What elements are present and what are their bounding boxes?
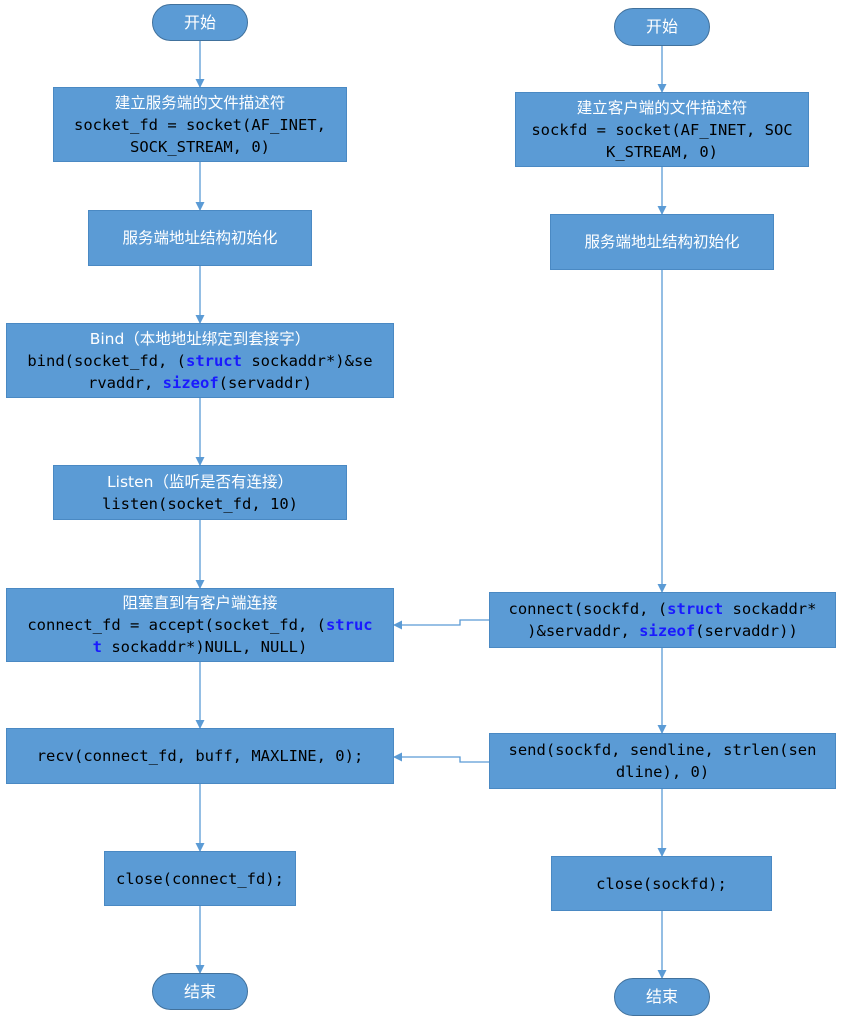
client-connect-code-2: )&servaddr, sizeof(servaddr)) <box>527 622 798 640</box>
server-create-fd-code-2: SOCK_STREAM, 0) <box>130 137 270 156</box>
client-close-code: close(sockfd); <box>596 874 727 893</box>
server-end-node: 结束 <box>152 973 248 1010</box>
arrow-connect-to-accept <box>393 619 489 630</box>
keyword-t: t <box>92 638 103 656</box>
server-create-fd-box: 建立服务端的文件描述符 socket_fd = socket(AF_INET, … <box>53 87 347 162</box>
server-accept-code-2: t sockaddr*)NULL, NULL) <box>92 638 308 656</box>
server-listen-code: listen(socket_fd, 10) <box>102 494 298 513</box>
server-end-label: 结束 <box>183 981 216 1001</box>
client-init-addr-box: 服务端地址结构初始化 <box>550 214 774 270</box>
server-close-code: close(connect_fd); <box>116 869 284 888</box>
client-create-fd-box: 建立客户端的文件描述符 sockfd = socket(AF_INET, SOC… <box>515 92 809 167</box>
keyword-struct: struct <box>185 351 242 370</box>
client-send-box: send(sockfd, sendline, strlen(sen dline)… <box>489 733 836 789</box>
server-create-fd-title: 建立服务端的文件描述符 <box>114 93 286 112</box>
server-start-label: 开始 <box>183 12 216 32</box>
arrow-send-to-recv <box>393 752 489 763</box>
keyword-struc: struc <box>325 616 373 634</box>
server-bind-code-1: bind(socket_fd, (struct sockaddr*)&se <box>27 351 373 370</box>
server-init-addr-box: 服务端地址结构初始化 <box>88 210 312 266</box>
server-accept-title: 阻塞直到有客户端连接 <box>122 594 278 612</box>
keyword-sizeof: sizeof <box>639 622 696 640</box>
server-bind-box: Bind（本地地址绑定到套接字） bind(socket_fd, (struct… <box>6 323 394 398</box>
client-start-node: 开始 <box>614 8 710 46</box>
client-send-code-1: send(sockfd, sendline, strlen(sen <box>508 741 817 759</box>
server-accept-code-1: connect_fd = accept(socket_fd, (struc <box>27 616 373 634</box>
server-bind-title: Bind（本地地址绑定到套接字） <box>89 329 311 348</box>
client-end-label: 结束 <box>645 987 678 1006</box>
keyword-struct: struct <box>667 600 724 618</box>
server-close-box: close(connect_fd); <box>104 851 296 906</box>
server-recv-box: recv(connect_fd, buff, MAXLINE, 0); <box>6 728 394 784</box>
client-end-node: 结束 <box>614 978 710 1016</box>
server-bind-code-2: rvaddr, sizeof(servaddr) <box>88 373 312 392</box>
server-recv-code: recv(connect_fd, buff, MAXLINE, 0); <box>36 747 364 765</box>
client-close-box: close(sockfd); <box>551 856 772 911</box>
server-accept-box: 阻塞直到有客户端连接 connect_fd = accept(socket_fd… <box>6 588 394 662</box>
keyword-sizeof: sizeof <box>162 373 219 392</box>
client-start-label: 开始 <box>645 17 678 36</box>
server-init-addr-label: 服务端地址结构初始化 <box>122 229 278 247</box>
client-send-code-2: dline), 0) <box>615 763 710 781</box>
server-listen-box: Listen（监听是否有连接） listen(socket_fd, 10) <box>53 465 347 520</box>
client-init-addr-label: 服务端地址结构初始化 <box>584 233 740 251</box>
server-create-fd-code-1: socket_fd = socket(AF_INET, <box>74 115 326 134</box>
client-connect-code-1: connect(sockfd, (struct sockaddr* <box>508 600 817 618</box>
client-create-fd-code-2: K_STREAM, 0) <box>606 142 718 161</box>
client-create-fd-code-1: sockfd = socket(AF_INET, SOC <box>531 120 793 139</box>
server-listen-title: Listen（监听是否有连接） <box>107 472 293 491</box>
client-create-fd-title: 建立客户端的文件描述符 <box>576 98 748 117</box>
client-connect-box: connect(sockfd, (struct sockaddr* )&serv… <box>489 592 836 648</box>
server-start-node: 开始 <box>152 4 248 41</box>
